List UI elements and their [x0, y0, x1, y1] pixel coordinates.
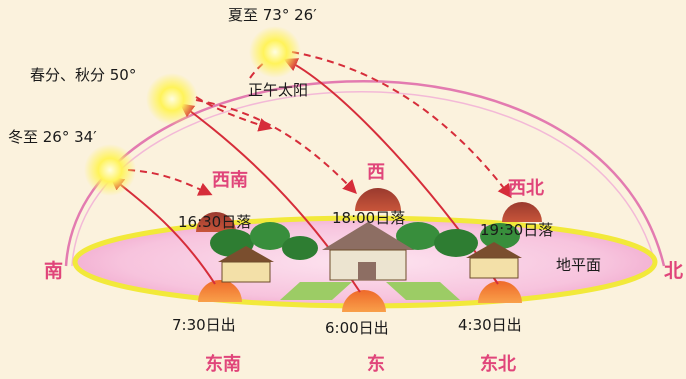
sun-winter-solstice	[84, 144, 136, 196]
set-path-equinox	[195, 99, 357, 195]
setting-sun-northwest	[502, 202, 542, 222]
set-time-west: 18:00日落	[332, 209, 406, 227]
set-path-winter	[127, 169, 213, 196]
sun-summer-solstice	[249, 26, 301, 78]
set-direction-west: 西	[367, 162, 385, 183]
rise-direction-northeast: 东北	[480, 354, 516, 375]
village-illustration	[210, 222, 522, 300]
set-path-summer	[291, 51, 512, 199]
set-direction-northwest: 西北	[508, 178, 544, 199]
rise-time-southeast: 7:30日出	[172, 316, 236, 334]
noon-sun-label: 正午太阳	[248, 81, 309, 99]
rising-sun-northeast	[478, 281, 522, 303]
summer-solstice-label: 夏至 73° 26′	[228, 6, 317, 24]
rise-direction-east: 东	[367, 354, 385, 375]
set-time-northwest: 19:30日落	[480, 221, 554, 239]
rising-sun-east	[342, 290, 386, 312]
setting-sun-west	[355, 188, 401, 211]
set-time-southwest: 16:30日落	[178, 213, 252, 231]
equinox-label: 春分、秋分 50°	[30, 66, 137, 84]
rising-sun-southeast	[198, 280, 242, 302]
winter-solstice-label: 冬至 26° 34′	[8, 128, 97, 146]
horizon-plane-label: 地平面	[556, 256, 602, 274]
sun-equinox	[146, 73, 198, 125]
north-label: 北	[664, 260, 684, 282]
south-label: 南	[44, 260, 64, 282]
summer-arc-top	[249, 53, 277, 79]
rise-time-northeast: 4:30日出	[458, 316, 522, 334]
rise-time-east: 6:00日出	[325, 319, 389, 337]
rise-direction-southeast: 东南	[205, 354, 241, 375]
winter-arc-top	[195, 96, 273, 132]
setting-sun-southwest	[196, 212, 236, 232]
set-direction-southwest: 西南	[212, 170, 248, 191]
